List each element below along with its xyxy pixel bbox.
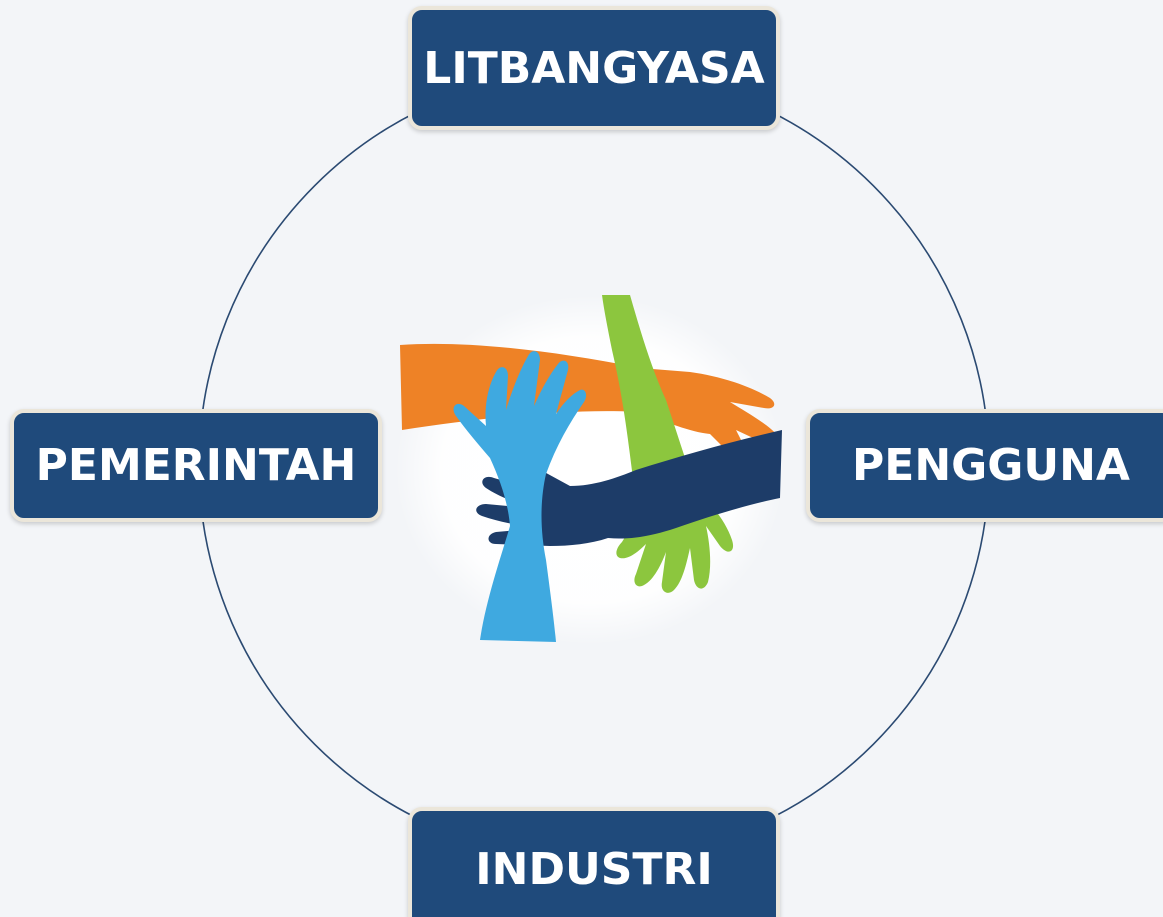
node-industri: INDUSTRI bbox=[408, 807, 780, 917]
node-pemerintah: PEMERINTAH bbox=[10, 409, 382, 522]
node-pengguna: PENGGUNA bbox=[806, 409, 1163, 522]
light-blue-hand bbox=[453, 351, 587, 642]
dark-blue-hand bbox=[476, 430, 782, 546]
four-hands-icon bbox=[395, 295, 785, 645]
node-litbangyasa: LITBANGYASA bbox=[408, 6, 780, 130]
orange-hand bbox=[400, 343, 780, 461]
